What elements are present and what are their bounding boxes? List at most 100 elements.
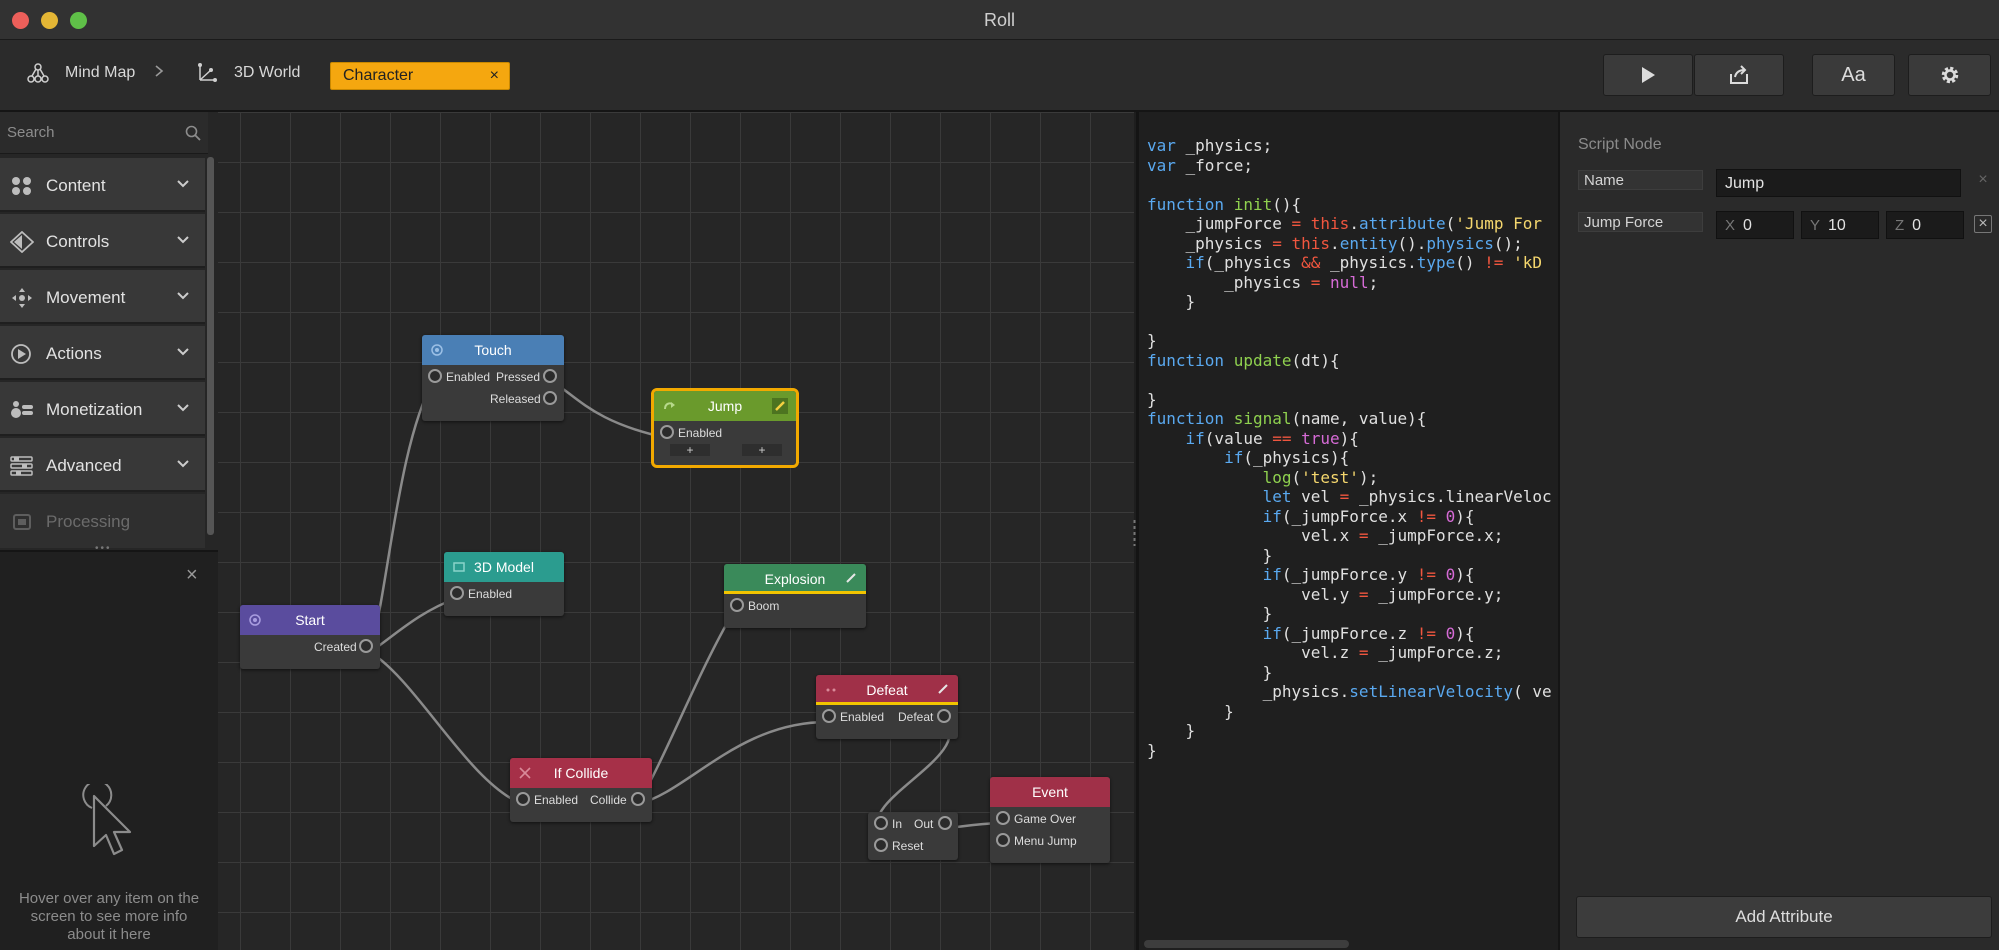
chevron-down-icon	[177, 180, 189, 188]
name-value: Jump	[1725, 175, 1765, 192]
port-label: Enabled	[446, 370, 491, 384]
minimize-window-button[interactable]	[41, 12, 58, 29]
edit-pin-icon[interactable]	[936, 682, 950, 696]
node-title: Explosion	[764, 571, 826, 587]
share-button[interactable]	[1694, 54, 1784, 96]
graph-canvas[interactable]: Touch Enabled Pressed Released Jump Enab…	[218, 112, 1134, 950]
panel-resize-handle[interactable]: •••	[95, 543, 112, 554]
defeat-icon	[826, 688, 836, 692]
move-arrows-icon	[12, 288, 32, 308]
category-controls[interactable]: Controls	[0, 214, 205, 268]
category-advanced[interactable]: Advanced	[0, 438, 205, 492]
node-gate[interactable]: In Out Reset	[868, 812, 958, 860]
category-label: Actions	[46, 344, 102, 363]
node-header[interactable]: 3D Model	[444, 552, 564, 582]
category-movement[interactable]: Movement	[0, 270, 205, 324]
port-label: Defeat	[898, 710, 934, 724]
port-released[interactable]	[543, 391, 557, 405]
x-value: 0	[1743, 217, 1752, 234]
breadcrumb-3d-world[interactable]: 3D World	[196, 62, 300, 84]
font-button[interactable]: Aa	[1812, 54, 1895, 96]
breadcrumb-mind-map[interactable]: Mind Map	[27, 62, 135, 84]
sidebar-scrollbar[interactable]	[207, 157, 214, 535]
zoom-window-button[interactable]	[70, 12, 87, 29]
code-text[interactable]: var _physics; var _force; function init(…	[1147, 136, 1552, 760]
search-input[interactable]: Search	[7, 124, 55, 141]
port-enabled[interactable]	[660, 425, 674, 439]
port-label: Reset	[892, 839, 924, 853]
settings-button[interactable]	[1908, 54, 1991, 96]
port-row: Created	[240, 635, 380, 657]
chevron-down-icon	[177, 404, 189, 412]
node-library-panel: Search Content Controls Movement	[0, 112, 218, 950]
port-boom[interactable]	[730, 598, 744, 612]
port-out[interactable]	[938, 816, 952, 830]
controls-icon	[10, 231, 34, 253]
node-explosion[interactable]: Explosion Boom	[724, 564, 866, 628]
node-event[interactable]: Event Game Over Menu Jump	[990, 777, 1110, 863]
node-jump[interactable]: Jump Enabled + +	[651, 388, 799, 468]
add-attribute-button[interactable]: Add Attribute	[1576, 896, 1992, 938]
port-row: Menu Jump	[990, 829, 1110, 851]
category-content[interactable]: Content	[0, 158, 205, 212]
node-defeat[interactable]: Defeat Enabled Defeat	[816, 675, 958, 739]
node-header[interactable]: Defeat	[816, 675, 958, 705]
port-enabled[interactable]	[428, 369, 442, 383]
port-defeat[interactable]	[937, 709, 951, 723]
name-field[interactable]: Jump	[1716, 169, 1961, 197]
close-window-button[interactable]	[12, 12, 29, 29]
canvas-grid	[218, 112, 1134, 950]
node-header[interactable]: Jump	[654, 391, 796, 421]
node-title: Event	[1032, 784, 1068, 800]
search-box[interactable]: Search	[0, 112, 208, 154]
remove-attribute-icon[interactable]: ×	[1974, 215, 1992, 233]
code-horizontal-scrollbar[interactable]	[1144, 940, 1349, 948]
font-button-label: Aa	[1841, 63, 1866, 86]
port-enabled[interactable]	[822, 709, 836, 723]
node-header[interactable]: Touch	[422, 335, 564, 365]
node-header[interactable]: If Collide	[510, 758, 652, 788]
node-3d-model[interactable]: 3D Model Enabled	[444, 552, 564, 616]
close-tab-icon[interactable]: ×	[489, 67, 499, 84]
edit-pin-icon[interactable]	[844, 571, 858, 585]
tab-label: Character	[343, 67, 414, 84]
add-output-button[interactable]: +	[742, 444, 782, 456]
port-created[interactable]	[359, 639, 373, 653]
node-header[interactable]: Event	[990, 777, 1110, 807]
port-menu-jump[interactable]	[996, 833, 1010, 847]
node-start[interactable]: Start Created	[240, 605, 380, 669]
port-label: Enabled	[534, 793, 579, 807]
close-info-icon[interactable]: ×	[186, 564, 198, 586]
node-footer: + +	[654, 443, 796, 457]
port-game-over[interactable]	[996, 811, 1010, 825]
category-monetization[interactable]: Monetization	[0, 382, 205, 436]
add-input-button[interactable]: +	[670, 444, 710, 456]
split-handle[interactable]	[1133, 520, 1136, 546]
category-processing[interactable]: Processing	[0, 494, 205, 548]
port-pressed[interactable]	[543, 369, 557, 383]
node-header[interactable]: Start	[240, 605, 380, 635]
port-reset[interactable]	[874, 838, 888, 852]
category-actions[interactable]: Actions	[0, 326, 205, 380]
port-label: In	[892, 817, 903, 831]
port-row: Boom	[724, 594, 866, 616]
edit-pin-icon[interactable]	[772, 398, 788, 414]
play-button[interactable]	[1603, 54, 1693, 96]
sliders-icon	[10, 456, 33, 476]
inspector-title: Script Node	[1578, 136, 1662, 153]
port-enabled[interactable]	[450, 586, 464, 600]
node-touch[interactable]: Touch Enabled Pressed Released	[422, 335, 564, 421]
node-if-collide[interactable]: If Collide Enabled Collide	[510, 758, 652, 822]
port-row: Reset	[868, 834, 958, 856]
category-label: Monetization	[46, 400, 143, 419]
code-editor[interactable]: var _physics; var _force; function init(…	[1136, 112, 1558, 950]
tab-character[interactable]: Character ×	[330, 62, 510, 90]
port-in[interactable]	[874, 816, 888, 830]
port-collide[interactable]	[631, 792, 645, 806]
port-enabled[interactable]	[516, 792, 530, 806]
window-title: Roll	[983, 10, 1015, 30]
node-header[interactable]: Explosion	[724, 564, 866, 594]
